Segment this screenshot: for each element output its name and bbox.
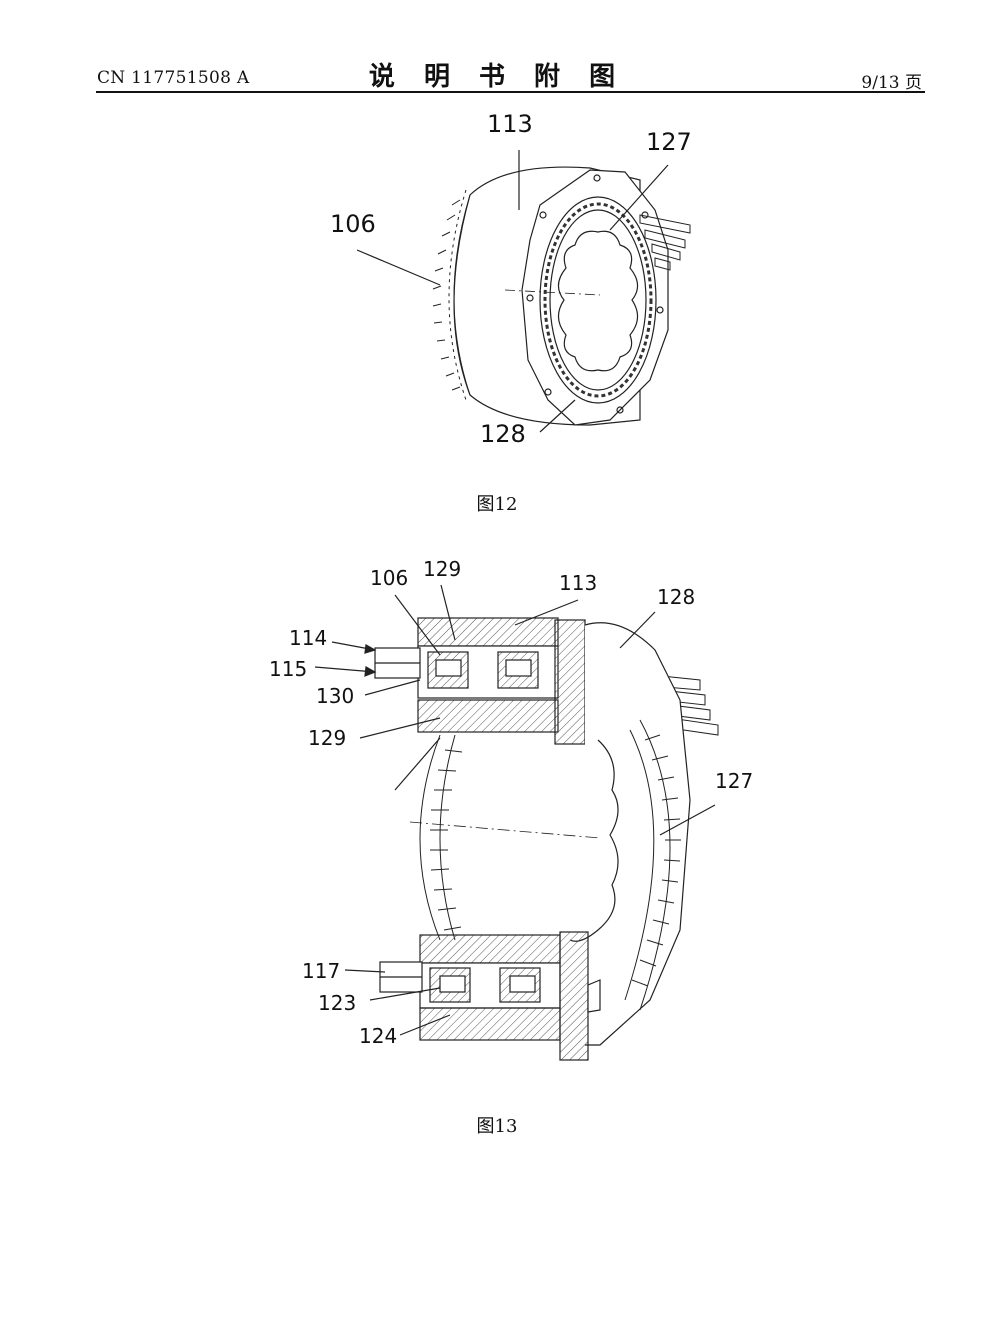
fig13-leader-129-top bbox=[440, 584, 456, 641]
fig12-label-127: 127 bbox=[646, 128, 692, 156]
fig13-label-128: 128 bbox=[657, 585, 695, 609]
fig12-label-106: 106 bbox=[330, 210, 376, 238]
figure-12-caption: 图12 bbox=[476, 494, 518, 515]
publication-number: CN 117751508 A bbox=[97, 68, 250, 88]
fig12-leader-127 bbox=[609, 164, 669, 231]
fig13-label-114: 114 bbox=[289, 626, 327, 650]
fig13-left-teeth bbox=[419, 734, 463, 941]
fig13-leader-117 bbox=[344, 969, 386, 973]
header-rule bbox=[96, 91, 925, 93]
fig13-top-flange bbox=[554, 619, 586, 745]
fig13-leader-bore bbox=[394, 737, 441, 791]
fig12-tooth-ring-outer bbox=[539, 196, 657, 404]
figure-12 bbox=[356, 150, 691, 433]
fig13-leader-123 bbox=[369, 987, 441, 1001]
fig13-label-115: 115 bbox=[269, 657, 307, 681]
fig13-label-117: 117 bbox=[302, 959, 340, 983]
figure-12-labels: 113 127 106 128 bbox=[330, 110, 692, 448]
figure-13-labels: 106 129 113 128 114 115 130 129 127 117 … bbox=[269, 557, 753, 1048]
fig12-leader-106 bbox=[356, 249, 441, 286]
fig13-flange-disk bbox=[584, 622, 691, 1046]
fig12-inner-opening bbox=[557, 230, 639, 372]
fig13-bottom-housing bbox=[419, 1007, 561, 1041]
fig13-inner-bore bbox=[569, 739, 619, 942]
fig12-tooth-ring-inner bbox=[549, 209, 647, 391]
page-number: 9/13 页 bbox=[861, 73, 922, 93]
fig13-leader-113 bbox=[514, 599, 579, 626]
fig13-label-124: 124 bbox=[359, 1024, 397, 1048]
fig13-top-core bbox=[417, 699, 559, 733]
fig13-bottom-core bbox=[419, 934, 561, 964]
figure-13 bbox=[314, 584, 719, 1061]
fig13-label-113: 113 bbox=[559, 571, 597, 595]
fig13-right-teeth bbox=[624, 719, 681, 1011]
page-title: 说 明 书 附 图 bbox=[368, 62, 626, 92]
fig12-leader-128 bbox=[539, 399, 576, 433]
fig12-label-128: 128 bbox=[480, 420, 526, 448]
fig13-label-123: 123 bbox=[318, 991, 356, 1015]
fig13-leader-127 bbox=[659, 804, 716, 836]
fig13-label-130: 130 bbox=[316, 684, 354, 708]
fig13-leader-129-bottom bbox=[359, 717, 441, 739]
fig12-bars bbox=[639, 214, 691, 271]
fig13-leader-130 bbox=[364, 679, 421, 696]
fig13-label-129-top: 129 bbox=[423, 557, 461, 581]
fig13-leader-128 bbox=[619, 611, 656, 649]
fig13-bottom-flange bbox=[559, 931, 589, 1061]
fig13-label-106: 106 bbox=[370, 566, 408, 590]
fig13-top-housing bbox=[417, 617, 559, 647]
fig13-label-127: 127 bbox=[715, 769, 753, 793]
fig12-left-teeth bbox=[432, 189, 471, 401]
fig13-leader-124 bbox=[399, 1014, 451, 1036]
figure-13-caption: 图13 bbox=[476, 1116, 518, 1137]
fig12-label-113: 113 bbox=[487, 110, 533, 138]
fig13-leader-106 bbox=[394, 594, 441, 656]
fig13-label-129-bottom: 129 bbox=[308, 726, 346, 750]
